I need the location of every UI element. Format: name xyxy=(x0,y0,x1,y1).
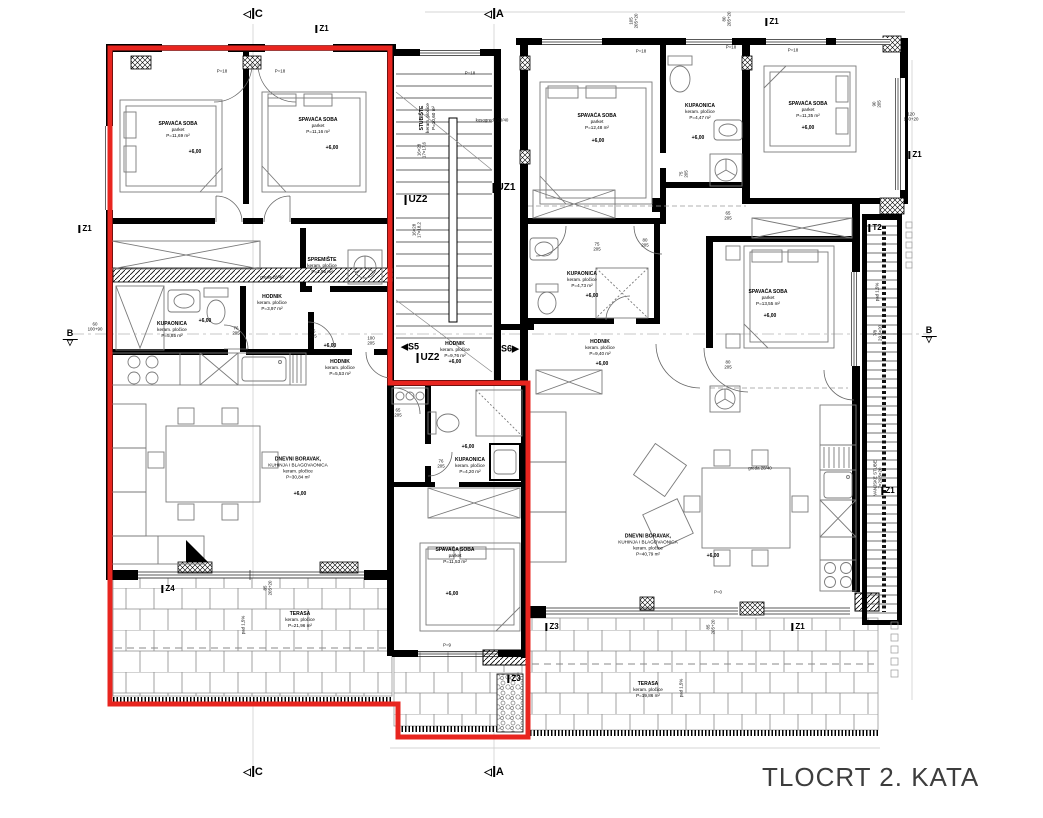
page-title: TLOCRT 2. KATA xyxy=(762,762,980,792)
bathroom-fixtures xyxy=(115,55,743,481)
terraces xyxy=(112,577,880,736)
apartment-outline-red xyxy=(107,45,531,740)
bed xyxy=(119,99,223,193)
staircase xyxy=(395,73,493,373)
fireplace xyxy=(186,540,208,562)
bed xyxy=(539,81,653,205)
wall-piers xyxy=(112,35,905,616)
dining-table xyxy=(147,407,279,521)
bed xyxy=(261,91,367,193)
windows xyxy=(104,38,905,657)
pillar xyxy=(652,198,664,212)
external-stair xyxy=(862,214,913,678)
armchair xyxy=(632,442,688,498)
beam-lines xyxy=(528,205,848,389)
kitchen-counter xyxy=(111,352,307,386)
dining-table xyxy=(683,449,809,567)
wardrobe xyxy=(111,189,853,519)
furniture xyxy=(111,55,857,632)
beam-greda xyxy=(112,267,394,283)
bed xyxy=(763,65,857,153)
bed xyxy=(725,245,835,349)
washing-machine xyxy=(347,153,743,413)
armchair xyxy=(642,498,694,550)
gabion-planter xyxy=(496,673,524,733)
bed xyxy=(419,542,521,632)
kitchen-counter xyxy=(819,404,857,592)
